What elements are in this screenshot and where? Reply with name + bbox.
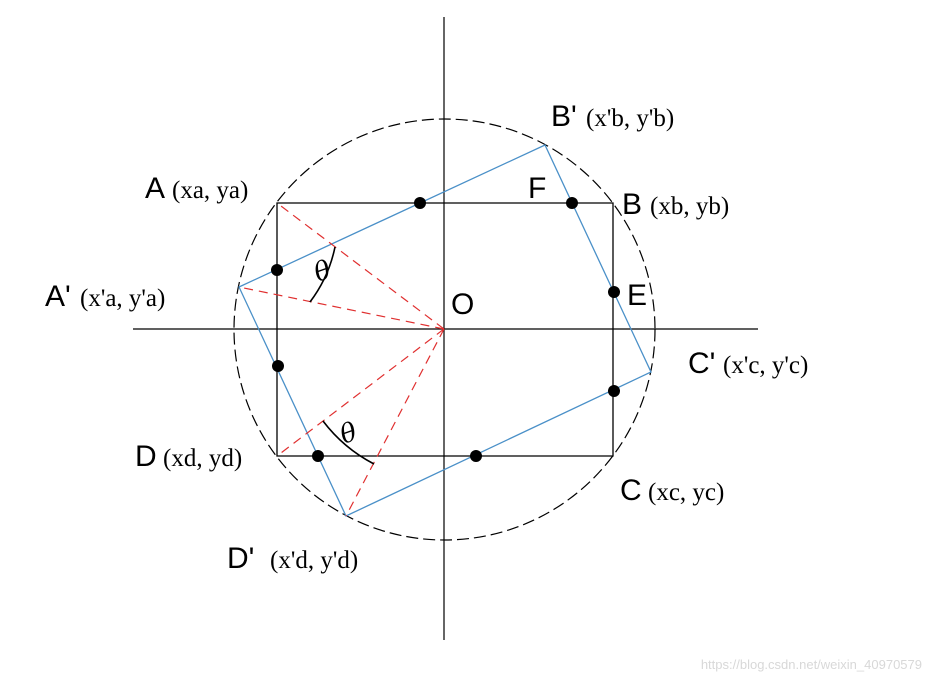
label-D: D — [135, 440, 157, 473]
coord-C: (xc, yc) — [648, 479, 724, 506]
intersection-dot — [312, 450, 324, 462]
coord-A-prime: (x'a, y'a) — [80, 285, 165, 312]
intersection-dot-E — [608, 286, 620, 298]
coord-D: (xd, yd) — [163, 445, 242, 472]
radii-lines — [238, 202, 445, 517]
label-C-prime: C' — [688, 347, 715, 380]
angle-arc-upper — [309, 246, 336, 303]
label-C: C — [620, 474, 642, 507]
label-A-prime: A' — [45, 280, 71, 313]
coord-B: (xb, yb) — [650, 193, 729, 220]
intersection-points — [271, 197, 620, 462]
coord-A: (xa, ya) — [172, 177, 248, 204]
intersection-dot — [470, 450, 482, 462]
coord-B-prime: (x'b, y'b) — [586, 105, 674, 132]
rotated-rectangle — [238, 144, 652, 517]
label-B: B — [622, 188, 642, 221]
watermark: https://blog.csdn.net/weixin_40970579 — [701, 657, 922, 672]
label-A: A — [145, 172, 165, 205]
label-F: F — [528, 172, 546, 205]
intersection-dot — [272, 360, 284, 372]
coord-C-prime: (x'c, y'c) — [723, 352, 808, 379]
intersection-dot — [414, 197, 426, 209]
angle-label-lower: θ — [336, 417, 361, 451]
intersection-dot-F — [566, 197, 578, 209]
coord-D-prime: (x'd, y'd) — [270, 547, 358, 574]
intersection-dot — [608, 385, 620, 397]
circumscribed-circle — [233, 118, 656, 541]
label-B-prime: B' — [551, 100, 577, 133]
radius-OD — [276, 328, 445, 457]
radius-OA-prime — [238, 286, 445, 330]
radius-OA — [276, 202, 445, 330]
angle-arc-lower — [322, 420, 375, 465]
intersection-dot — [271, 264, 283, 276]
label-E: E — [627, 279, 647, 312]
label-origin: O — [451, 288, 474, 321]
label-D-prime: D' — [227, 542, 254, 575]
radius-OD-prime — [345, 328, 445, 517]
